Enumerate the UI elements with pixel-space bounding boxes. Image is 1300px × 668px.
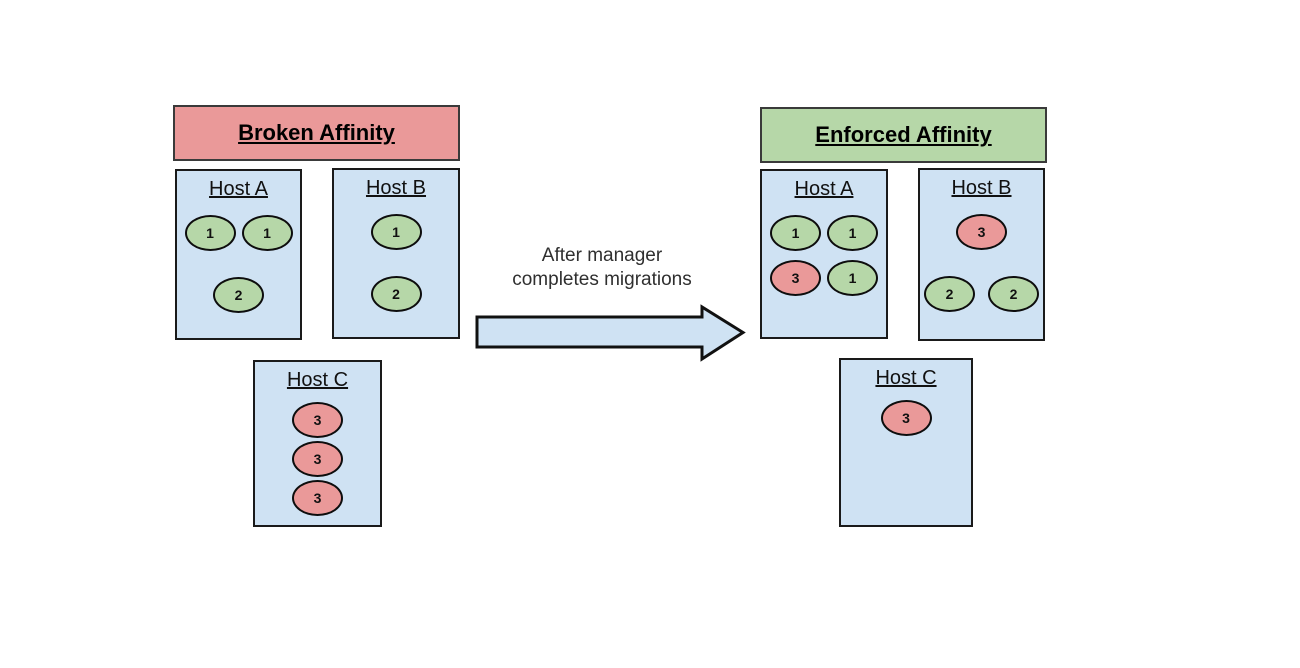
host-box-b-before: Host B 1 2 <box>332 168 460 339</box>
host-box-b-after: Host B 3 2 2 <box>918 168 1045 341</box>
vm-row: 1 1 <box>184 215 293 251</box>
right-block-arrow-icon <box>475 304 746 362</box>
host-a-label: Host A <box>794 178 854 200</box>
vm-ellipse: 3 <box>956 214 1007 250</box>
vm-ellipse: 1 <box>827 215 878 251</box>
vm-ellipse: 1 <box>241 215 293 251</box>
vm-row: 3 <box>292 480 343 516</box>
vm-ellipse: 3 <box>292 441 343 477</box>
host-b-label: Host B <box>951 177 1012 199</box>
broken-affinity-title: Broken Affinity <box>173 105 460 161</box>
vm-ellipse: 3 <box>880 400 932 436</box>
vm-row: 3 <box>956 214 1007 250</box>
host-c-label: Host C <box>875 367 937 389</box>
vm-row: 2 <box>213 277 264 313</box>
transition-caption-line2: completes migrations <box>512 269 692 290</box>
host-box-c-before: Host C 3 3 3 <box>253 360 382 527</box>
transition-caption: After manager completes migrations <box>468 244 736 292</box>
transition-caption-line1: After manager <box>541 245 663 266</box>
enforced-affinity-title: Enforced Affinity <box>760 107 1047 163</box>
vm-row: 3 <box>880 400 932 436</box>
vm-ellipse: 1 <box>827 260 878 296</box>
vm-ellipse: 2 <box>213 277 264 313</box>
host-b-label: Host B <box>365 177 427 199</box>
vm-ellipse: 2 <box>988 276 1039 312</box>
vm-ellipse: 1 <box>184 215 236 251</box>
host-c-label: Host C <box>286 369 349 391</box>
vm-ellipse: 3 <box>292 402 343 438</box>
vm-row: 3 1 <box>770 260 878 296</box>
host-box-a-before: Host A 1 1 2 <box>175 169 302 340</box>
vm-row: 2 2 <box>924 276 1039 312</box>
vm-row: 1 1 <box>770 215 878 251</box>
host-box-a-after: Host A 1 1 3 1 <box>760 169 888 339</box>
vm-ellipse: 3 <box>292 480 343 516</box>
vm-ellipse: 2 <box>370 276 422 312</box>
host-box-c-after: Host C 3 <box>839 358 973 527</box>
vm-row: 1 <box>370 214 422 250</box>
vm-row: 3 <box>292 402 343 438</box>
vm-ellipse: 1 <box>770 215 821 251</box>
host-a-label: Host A <box>209 178 268 200</box>
vm-ellipse: 2 <box>924 276 975 312</box>
vm-row: 2 <box>370 276 422 312</box>
vm-ellipse: 1 <box>370 214 422 250</box>
vm-ellipse: 3 <box>770 260 821 296</box>
vm-row: 3 <box>292 441 343 477</box>
